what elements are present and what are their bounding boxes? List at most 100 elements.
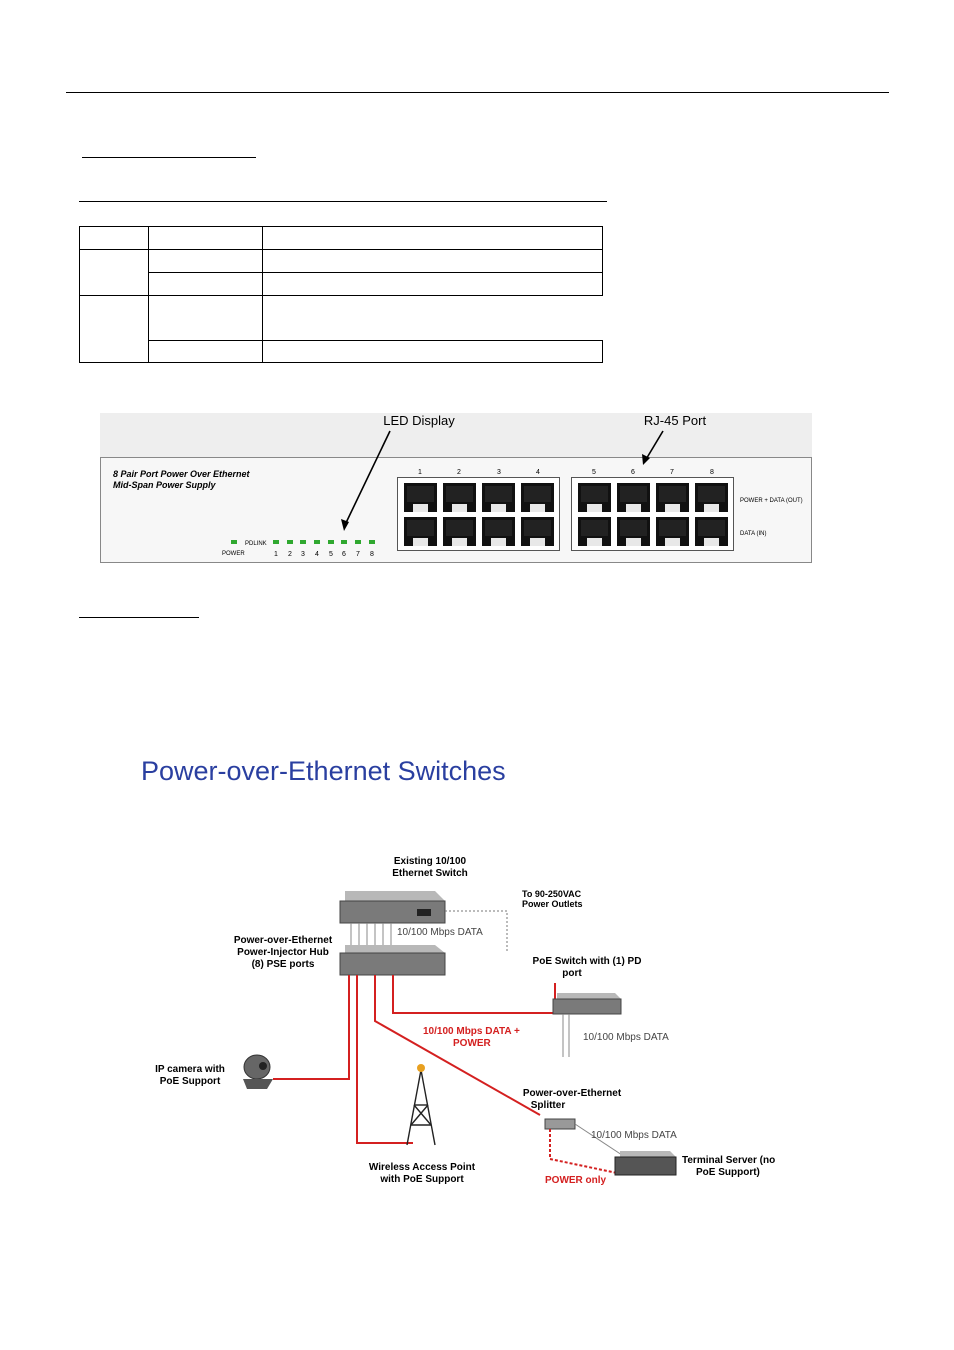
poe-switch-line2: port <box>562 968 582 979</box>
port-number-row: 1 2 3 4 5 6 7 8 <box>418 469 714 476</box>
data-power-line2: POWER <box>453 1038 492 1049</box>
pdlink-label: PDLINK <box>245 541 267 547</box>
data-label-3: 10/100 Mbps DATA <box>591 1130 677 1141</box>
table-cell <box>79 295 149 363</box>
table-cell <box>262 272 603 296</box>
hub-top <box>345 945 445 953</box>
spec-table <box>79 226 603 363</box>
port-number: 1 <box>418 469 422 476</box>
rj45-port-icon <box>578 517 611 546</box>
outlets-line2: Power Outlets <box>522 899 583 909</box>
pdlink-led-icon <box>355 540 361 544</box>
existing-switch-icon <box>339 900 446 924</box>
table-cell <box>262 249 603 273</box>
wireless-tower-icon <box>406 1069 436 1146</box>
camera-lens-icon <box>259 1062 267 1070</box>
hub-line2: Power-Injector Hub <box>237 947 329 958</box>
data-label-1: 10/100 Mbps DATA <box>397 927 483 938</box>
led-row <box>273 540 375 544</box>
table-row <box>80 272 603 296</box>
terminal-server-icon <box>614 1156 677 1176</box>
port-number: 4 <box>536 469 540 476</box>
port-number: 2 <box>457 469 461 476</box>
led-number: 1 <box>274 551 278 558</box>
port-number: 5 <box>592 469 596 476</box>
hub-line3: (8) PSE ports <box>252 959 315 970</box>
table-cell <box>79 249 149 296</box>
callout-led-label: LED Display <box>383 413 455 428</box>
table-row <box>80 340 603 363</box>
rj45-port-icon <box>404 483 437 512</box>
antenna-icon <box>417 1064 425 1072</box>
terminal-line2: PoE Support) <box>696 1167 760 1178</box>
power-only-label: POWER only <box>545 1175 607 1186</box>
data-power-line1: 10/100 Mbps DATA + <box>423 1026 520 1037</box>
power-label: POWER <box>222 551 245 557</box>
rj45-port-icon <box>656 517 689 546</box>
table-row <box>79 295 603 363</box>
led-number: 5 <box>329 551 333 558</box>
rj45-port-icon <box>695 483 728 512</box>
port-number: 7 <box>670 469 674 476</box>
switch-top <box>345 891 445 901</box>
table-cell <box>262 226 603 250</box>
table-cell <box>148 340 263 363</box>
header-rule <box>66 92 889 93</box>
pdlink-led-icon <box>341 540 347 544</box>
callout-led-arrow <box>343 430 391 528</box>
rj45-port-icon <box>695 517 728 546</box>
table-row <box>79 226 603 250</box>
product-name-line1: 8 Pair Port Power Over Ethernet <box>113 469 251 479</box>
rj45-port-icon <box>656 483 689 512</box>
poe-cables <box>273 975 556 1144</box>
data-cable <box>574 1123 626 1158</box>
power-led-icon <box>231 540 237 544</box>
rj45-port-icon <box>482 517 515 546</box>
pdlink-led-icon <box>328 540 334 544</box>
port-number: 8 <box>710 469 714 476</box>
out-label: POWER + DATA (OUT) <box>740 498 803 504</box>
outlets-line1: To 90-250VAC <box>522 889 582 899</box>
hub-line1: Power-over-Ethernet <box>234 935 333 946</box>
heading-underline-2 <box>79 201 607 202</box>
existing-switch-line1: Existing 10/100 <box>394 856 467 867</box>
table-cell <box>262 340 603 363</box>
poe-switch-line1: PoE Switch with (1) PD <box>533 956 642 967</box>
pdlink-led-icon <box>287 540 293 544</box>
power-cable <box>445 910 508 953</box>
terminal-line1: Terminal Server (no <box>682 1155 775 1166</box>
wireless-line2: with PoE Support <box>379 1174 464 1185</box>
rj45-port-icon <box>521 517 554 546</box>
table-cell <box>148 272 263 296</box>
pdlink-led-icon <box>300 540 306 544</box>
in-label: DATA (IN) <box>740 531 766 537</box>
ip-camera-line1: IP camera with <box>155 1064 225 1075</box>
rj45-port-icon <box>443 517 476 546</box>
product-name-line2: Mid-Span Power Supply <box>113 480 217 490</box>
led-number: 6 <box>342 551 346 558</box>
rj45-port-icon <box>443 483 476 512</box>
table-row <box>79 249 603 296</box>
heading-underline-3 <box>79 617 199 618</box>
uplink-port-icon <box>417 909 431 916</box>
led-number: 2 <box>288 551 292 558</box>
led-number: 3 <box>301 551 305 558</box>
pdlink-led-icon <box>314 540 320 544</box>
table-cell <box>148 295 263 341</box>
table-cell <box>148 249 263 273</box>
injector-hub-icon <box>339 952 446 976</box>
rj45-port-icon <box>617 483 650 512</box>
poe-switch-icon <box>552 998 622 1015</box>
rj45-port-icon <box>404 517 437 546</box>
power-only-cable <box>549 1129 618 1174</box>
ip-camera-line2: PoE Support <box>160 1076 221 1087</box>
table-cell <box>79 226 149 250</box>
callout-port-arrow <box>644 430 664 462</box>
arrowhead-icon <box>341 519 349 531</box>
wireless-line1: Wireless Access Point <box>369 1162 476 1173</box>
pdlink-led-icon <box>273 540 279 544</box>
rj45-port-icon <box>578 483 611 512</box>
camera-base <box>243 1079 273 1089</box>
poe-switch-top <box>557 993 621 999</box>
data-label-2: 10/100 Mbps DATA <box>583 1032 669 1043</box>
